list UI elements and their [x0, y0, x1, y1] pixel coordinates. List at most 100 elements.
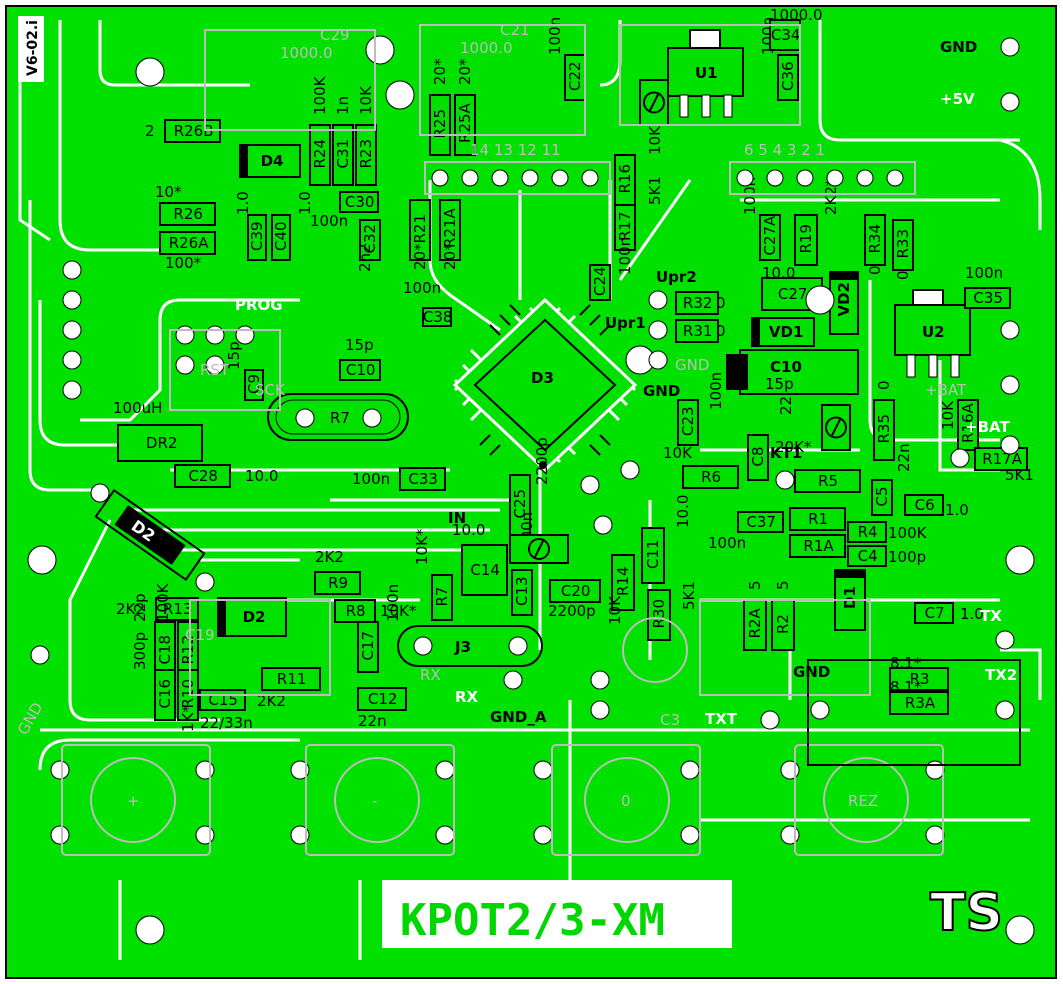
r2-label: R2	[774, 614, 792, 634]
component-j1	[821, 404, 851, 451]
c7-value: 1.0	[960, 605, 984, 623]
c26-value: 15p	[765, 375, 794, 393]
header-left-pin	[521, 169, 539, 187]
header-left-pin	[461, 169, 479, 187]
header-right-numbers: 6 5 4 3 2 1	[744, 141, 825, 159]
pad	[435, 825, 455, 845]
c18-value: 22p	[131, 593, 149, 622]
r30-value: 5K1	[680, 581, 698, 610]
c16-label: C16	[156, 679, 174, 709]
pad	[760, 710, 780, 730]
d2-label: D2	[243, 608, 266, 626]
component-d2: D2	[217, 597, 287, 637]
c4-label: C4	[858, 547, 878, 565]
c38-label: C38	[423, 308, 453, 326]
c12-value: 22n	[358, 712, 387, 730]
pad	[205, 355, 225, 375]
component-r2: R25	[771, 580, 795, 651]
c28-label: C28	[188, 467, 218, 485]
pad	[235, 325, 255, 345]
button-mode[interactable]: 0	[551, 744, 701, 856]
pad	[62, 380, 82, 400]
r31-label: R31	[683, 322, 713, 340]
version-label: V6-02.i	[25, 20, 41, 76]
mounting-hole	[385, 80, 415, 110]
header-left-pin	[491, 169, 509, 187]
dr2-label: DR2	[146, 434, 178, 452]
pad	[290, 760, 310, 780]
c24-label: C24	[591, 266, 609, 296]
r8-label: R8	[346, 602, 366, 620]
label-gnd-bottom: GND	[793, 663, 830, 681]
label-c3: C3	[660, 711, 680, 729]
r35-value: 0	[875, 380, 893, 390]
pad	[533, 760, 553, 780]
r17a-label: R17A	[982, 450, 1023, 468]
pad	[1000, 435, 1020, 455]
r34-label: R34	[866, 224, 884, 254]
header-right-pin	[736, 169, 754, 187]
r11-label: R11	[277, 670, 307, 688]
c10-value: 15p	[345, 336, 374, 354]
c18-label: C18	[156, 635, 174, 665]
c27-value: 10.0	[762, 264, 795, 282]
r21-value: 20*	[411, 243, 429, 270]
r26a-label: R26A	[169, 234, 210, 252]
cap-c0: J3	[397, 625, 543, 667]
c35-value: 100n	[965, 264, 1003, 282]
c40-label: C40	[272, 221, 290, 251]
header-right-pin	[856, 169, 874, 187]
header-right: 6 5 4 3 2 1	[729, 141, 916, 195]
c15-value: 22/33n	[200, 714, 253, 732]
pad	[593, 515, 613, 535]
r16-label: R16	[616, 164, 634, 194]
pad	[680, 760, 700, 780]
r10-value: 1K*	[179, 705, 197, 732]
c5-label: C5	[873, 486, 891, 506]
pad	[925, 760, 945, 780]
c31-label: C31	[334, 139, 352, 169]
r3a-value: 8.1*	[890, 678, 922, 696]
button-rez[interactable]: REZ	[794, 744, 944, 856]
r5-label: R5	[818, 472, 838, 490]
button-minus[interactable]: -	[305, 744, 455, 856]
pad	[580, 475, 600, 495]
r13-value: 2K2	[116, 600, 145, 618]
r23-value: 10K	[357, 85, 375, 115]
r6-label: R6	[701, 468, 721, 486]
r25-value: 20*	[431, 58, 449, 85]
c0-label: J3	[454, 638, 471, 656]
c37-label: C37	[746, 513, 776, 531]
label-rx-mirror: RX	[420, 666, 441, 684]
button-plus[interactable]: +	[61, 744, 211, 856]
r17a-value: 5K1	[1005, 466, 1034, 484]
pad	[620, 460, 640, 480]
component-r3: R38.1*	[889, 654, 949, 691]
board-title: KPOT2/3-XM	[400, 895, 665, 946]
c23-value: 100n	[707, 372, 725, 410]
r3a-label: R3A	[905, 694, 936, 712]
r26-value: 10*	[155, 183, 182, 201]
label-gnd-a: GND_A	[490, 708, 547, 726]
header-right-pin	[826, 169, 844, 187]
mounting-hole	[135, 57, 165, 87]
r16-value: 10K	[646, 125, 664, 155]
ic-u1: U1	[667, 29, 744, 118]
r4-label: R4	[858, 523, 878, 541]
u2-label: U2	[922, 323, 945, 341]
